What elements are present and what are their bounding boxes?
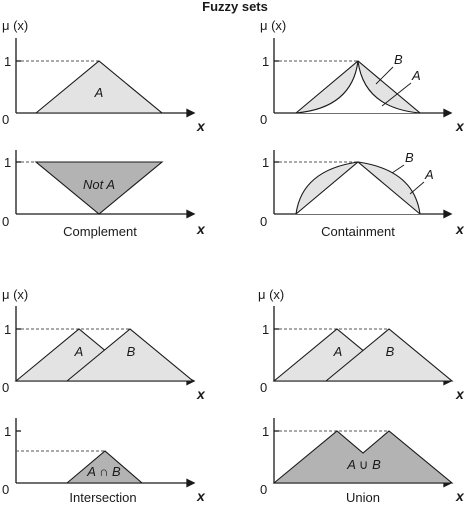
tick-one-label: 1 [4,54,11,69]
tick-one-label: 1 [262,155,269,170]
containment-panel: μ (x) 1 0 B A x 1 0 B [260,18,465,239]
x-axis-label: x [196,118,206,134]
y-axis-label: μ (x) [260,18,286,33]
figure-title: Fuzzy sets [202,0,268,14]
union-upper-plot: μ (x) 1 0 A B x [258,287,465,402]
intersection-lower-plot: 1 0 A ∩ B Intersection x [2,418,206,505]
tick-zero-label: 0 [260,482,267,497]
containment-caption: Containment [321,224,395,239]
x-axis-label: x [196,386,206,402]
set-a-label: A [333,344,343,359]
union-lower-plot: 1 0 A ∪ B Union x [260,418,465,505]
tick-zero-label: 0 [260,214,267,229]
set-b-triangle [65,328,195,382]
not-a-label: Not A [83,177,115,192]
intersection-upper-plot: μ (x) 1 0 A B x [2,287,206,402]
containment-upper-plot: μ (x) 1 0 B A x [260,18,465,134]
a-union-b-region [272,430,454,484]
tick-zero-label: 0 [2,482,9,497]
tick-zero-label: 0 [2,112,9,127]
set-a-triangle [295,161,421,215]
y-axis-label: μ (x) [2,18,28,33]
set-a-label: A [411,68,421,83]
union-panel: μ (x) 1 0 A B x 1 0 A ∪ B Union x [258,287,465,505]
x-axis-label: x [455,386,465,402]
set-a-label: A [424,167,434,182]
x-axis-label: x [196,488,206,504]
a-union-b-label: A ∪ B [346,457,381,472]
x-axis-label: x [455,488,465,504]
tick-one-label: 1 [262,54,269,69]
set-b-label: B [127,344,136,359]
complement-lower-plot: 1 0 Not A Complement x [2,150,206,239]
x-axis-label: x [196,221,206,237]
tick-zero-label: 0 [2,214,9,229]
union-caption: Union [346,490,380,505]
set-a-concave-curve [295,60,421,114]
a-intersect-b-label: A ∩ B [86,464,121,479]
x-axis-arrowhead [186,478,196,488]
x-axis-arrowhead [443,209,453,219]
set-b-label: B [394,52,403,67]
tick-one-label: 1 [262,322,269,337]
tick-one-label: 1 [4,155,11,170]
intersection-panel: μ (x) 1 0 A B x 1 0 A ∩ B Intersection [2,287,206,505]
complement-caption: Complement [63,224,137,239]
not-a-region [34,161,164,215]
y-axis-label: μ (x) [2,287,28,302]
set-a-triangle [34,60,164,114]
set-b-triangle [324,328,454,382]
tick-one-label: 1 [4,322,11,337]
y-axis-label: μ (x) [258,287,284,302]
a-intersect-b-region [65,450,144,484]
complement-upper-plot: μ (x) 1 0 A x [2,18,206,134]
tick-one-label: 1 [262,424,269,439]
x-axis-label: x [455,221,465,237]
set-b-leader [375,66,394,85]
intersection-caption: Intersection [69,490,136,505]
set-b-label: B [405,150,414,165]
tick-zero-label: 0 [260,112,267,127]
set-a-leader [381,82,412,107]
x-axis-arrowhead [186,209,196,219]
set-a-label: A [94,85,104,100]
tick-zero-label: 0 [260,380,267,395]
set-a-leader [409,181,425,195]
tick-zero-label: 0 [2,380,9,395]
containment-lower-plot: 1 0 B A Containment x [260,150,465,239]
set-b-leader [391,164,405,174]
x-axis-label: x [455,118,465,134]
set-b-label: B [386,344,395,359]
complement-panel: μ (x) 1 0 A x 1 0 Not A Complement x [2,18,206,239]
tick-one-label: 1 [4,424,11,439]
x-axis-arrowhead [186,108,196,118]
x-axis-arrowhead [443,108,453,118]
set-a-label: A [74,344,84,359]
